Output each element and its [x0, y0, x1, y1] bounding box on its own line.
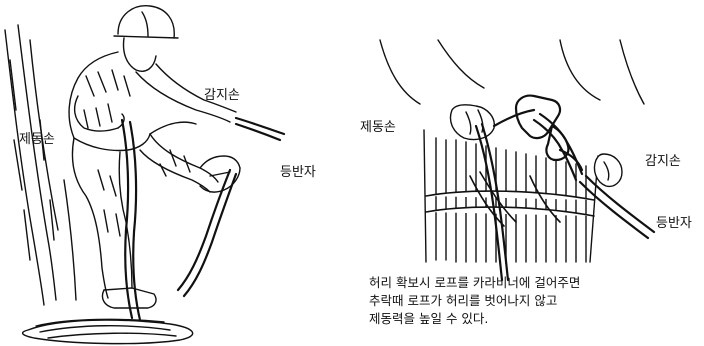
left-belay-scene	[5, 6, 284, 344]
right-label-guide-hand: 감지손	[645, 154, 681, 169]
left-label-climber: 등반자	[280, 165, 316, 180]
right-belay-closeup	[380, 40, 654, 280]
tree-trunk	[5, 25, 76, 305]
right-label-climber: 등반자	[656, 216, 692, 231]
rope-coil	[23, 319, 193, 343]
right-label-brake-hand: 제동손	[360, 120, 396, 135]
belayer-legs	[73, 134, 219, 298]
closeup-brake-hand	[451, 105, 495, 140]
left-label-brake-hand: 제동손	[19, 132, 55, 147]
caption: 허리 확보시 로프를 카라비너에 걸어주면 추락때 로프가 허리를 벗어나지 않…	[369, 274, 580, 328]
closeup-torso	[380, 40, 644, 104]
caption-line-1: 허리 확보시 로프를 카라비너에 걸어주면	[369, 274, 580, 292]
belayer-raised-boot	[200, 156, 240, 192]
left-rope	[122, 118, 284, 320]
left-label-guide-hand: 감지손	[204, 88, 240, 103]
caption-line-3: 제동력을 높일 수 있다.	[369, 310, 580, 328]
caption-line-2: 추락때 로프가 허리를 벗어나지 않고	[369, 292, 580, 310]
carabiner	[516, 96, 560, 138]
closeup-guide-hand	[594, 154, 622, 186]
closeup-harness	[426, 172, 594, 226]
belayer-head	[114, 6, 178, 71]
